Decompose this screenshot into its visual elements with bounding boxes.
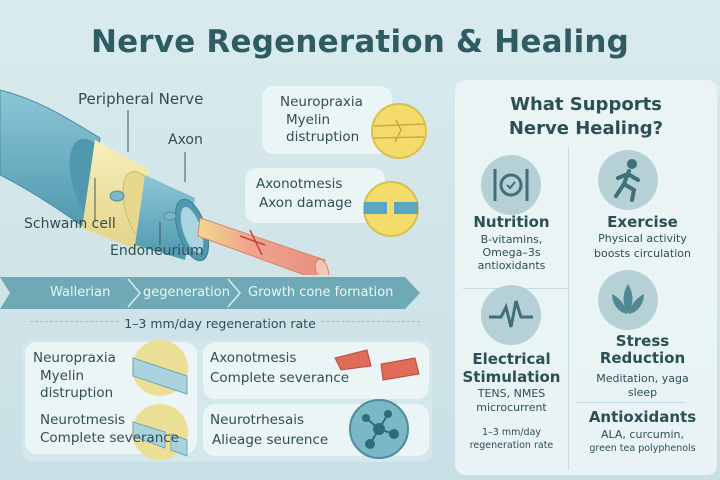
label-axon: Axon xyxy=(168,132,203,148)
support-title: Stimulation xyxy=(462,368,561,386)
class-title: Axonotmesis xyxy=(210,350,297,366)
support-text: green tea polyphenols xyxy=(589,443,696,454)
support-text: microcurrent xyxy=(476,401,547,414)
regeneration-rate: 1–3 mm/day regeneration rate xyxy=(118,316,322,331)
class-text: distruption xyxy=(40,385,114,401)
class-text: Complete severance xyxy=(40,430,180,446)
process-step: Wallerian xyxy=(50,285,111,300)
class-text: Myelin xyxy=(40,368,85,384)
schwann-cell-nucleus xyxy=(109,190,125,202)
label-peripheral-nerve: Peripheral Nerve xyxy=(78,90,204,108)
callout-text: Myelin xyxy=(286,112,331,128)
utensils-plate-icon xyxy=(481,155,541,215)
nerve-illustration xyxy=(0,89,330,275)
support-title: Reduction xyxy=(599,349,686,367)
class-text: Alieage seurence xyxy=(212,432,329,448)
myelin-disruption-icon xyxy=(371,103,427,159)
support-title: Exercise xyxy=(607,213,678,231)
support-text: TENS, NMES xyxy=(477,387,546,400)
support-text: sleep xyxy=(627,386,658,399)
label-endoneurium: Endoneurium xyxy=(110,243,204,259)
callout-title: Neuropraxia xyxy=(280,94,363,110)
page-title: Nerve Regeneration & Healing xyxy=(90,24,630,60)
support-title: Nutrition xyxy=(473,213,550,231)
support-title: Stress xyxy=(615,332,670,350)
support-text: antioxidants xyxy=(477,259,546,272)
heartbeat-pulse-icon xyxy=(481,285,541,345)
process-step: gegeneration xyxy=(143,285,230,300)
axon-fiber xyxy=(197,217,326,275)
molecule-icon xyxy=(349,399,409,459)
supports-panel: What Supports Nerve Healing? Nutrition B… xyxy=(455,80,717,475)
callout-title: Axonotmesis xyxy=(256,176,343,192)
class-title: Neurotmesis xyxy=(40,412,126,428)
support-title: Antioxidants xyxy=(588,408,697,426)
support-text: B-vitamins, xyxy=(480,233,543,246)
support-text: Meditation, yaga xyxy=(596,372,689,385)
divider xyxy=(568,148,569,470)
running-person-icon xyxy=(598,150,658,210)
support-text: boosts circulation xyxy=(594,247,691,260)
neuropraxia-callout: Neuropraxia Myelin distruption xyxy=(262,86,392,154)
support-text: Physical activity xyxy=(598,232,687,245)
process-step: Growth cone fornation xyxy=(248,285,394,300)
support-title: Electrical xyxy=(472,350,551,368)
severed-nerve-icon xyxy=(334,349,420,381)
supports-title-line2: Nerve Healing? xyxy=(508,118,664,139)
support-text: Omega–3s xyxy=(482,246,541,259)
regeneration-rate-wrap: 1–3 mm/day regeneration rate xyxy=(0,313,440,332)
nerve-segment-icon xyxy=(132,340,188,460)
callout-text: Axon damage xyxy=(259,195,353,211)
support-text: ALA, curcumin, xyxy=(601,428,684,441)
supports-title-line1: What Supports xyxy=(510,94,662,115)
lotus-icon xyxy=(598,270,658,330)
support-note: 1–3 mm/day xyxy=(481,427,542,438)
axon-damage-icon xyxy=(363,181,419,237)
axonotmesis-callout: Axonotmesis Axon damage xyxy=(245,168,385,223)
class-title: Neuropraxia xyxy=(33,350,116,366)
class-title: Neurotrhesais xyxy=(210,412,305,428)
support-note: regeneration rate xyxy=(469,440,554,451)
regeneration-process-arrow xyxy=(0,277,420,309)
divider xyxy=(575,402,685,403)
class-text: Complete severance xyxy=(210,370,350,386)
callout-text: distruption xyxy=(286,129,360,145)
label-schwann-cell: Schwann cell xyxy=(24,216,116,232)
